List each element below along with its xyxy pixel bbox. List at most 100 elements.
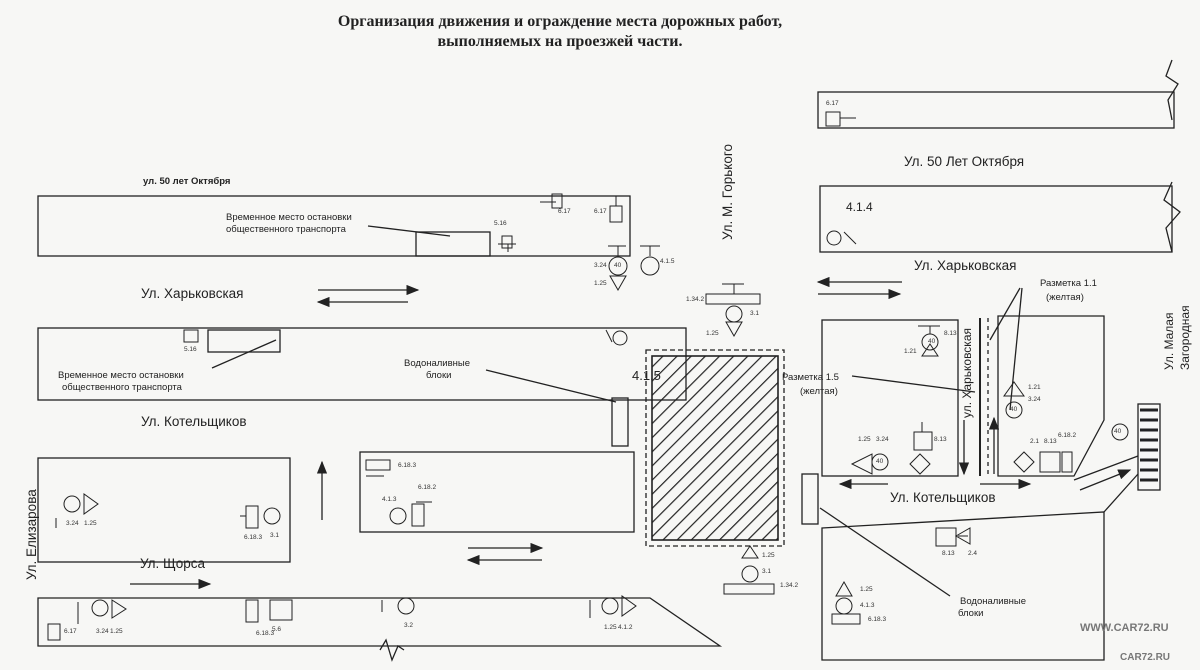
sign-label-1-25-c: 1.25: [762, 552, 775, 559]
street-kharkovskaya-left: Ул. Харьковская: [141, 286, 244, 301]
crossing-stripes: [1140, 408, 1158, 482]
sign-label-3-2: 3.2: [404, 622, 414, 629]
block-top-left: [37, 195, 631, 257]
sign-label-3-1-c: 3.1: [270, 532, 280, 539]
label-temp-stop-2a: Временное место остановки: [58, 370, 184, 381]
sign-label-1-25-f: 1.25: [84, 520, 97, 527]
block-upper-right: [819, 185, 1173, 253]
label-water-blocks-2b: блоки: [958, 608, 984, 619]
kotelshchikov-right-edge: [1073, 455, 1139, 481]
scheme-title: Организация движения и ограждение места …: [300, 12, 820, 52]
sign-label-8-13-d: 8.13: [1044, 438, 1057, 445]
block-lower-left: [37, 457, 291, 563]
title-line-2: выполняемых на проезжей части.: [437, 33, 683, 50]
sign-label-3-24-c: 3.24: [876, 436, 889, 443]
temp-stop-2: [207, 329, 281, 353]
label-marking-1-1b: (желтая): [1046, 292, 1084, 303]
sign-label-6-17-c: 6.17: [826, 100, 839, 107]
sign-label-6-18-3-a: 6.18.3: [398, 462, 417, 469]
sign-label-6-17-e: 6.17: [64, 628, 77, 635]
sign-label-2-4: 2.4: [968, 550, 978, 557]
work-zone-fence: [645, 349, 785, 547]
sign-label-1-21-a: 1.21: [904, 348, 917, 355]
sign-label-6-18-2-a: 6.18.2: [418, 484, 437, 491]
block-center-right: [821, 319, 959, 477]
street-gorkogo: Ул. М. Горького: [720, 144, 735, 240]
sign-label-8-13-b: 8.13: [944, 330, 957, 337]
sign-label-2-1: 2.1: [1030, 438, 1040, 445]
water-blocks-2-pointer: [819, 507, 951, 597]
sign-label-3-24-d: 3.24: [66, 520, 79, 527]
street-kharkovskaya-right: Ул. Харьковская: [914, 258, 1017, 273]
marking-1-1-pointer: [989, 287, 1021, 341]
kotelshchikov-right-edge-2: [1103, 473, 1139, 513]
water-blocks-2: [801, 473, 819, 525]
marking-1-5-pointer: [851, 375, 976, 393]
break-mark-bottom: [379, 638, 405, 662]
sign-label-5-6: 5.6: [272, 626, 282, 633]
sign-label-1-25-d: 1.25: [860, 586, 873, 593]
block-bottom-left: [37, 597, 723, 647]
arrow-kotelshchikov-right-3: [1079, 469, 1132, 491]
sign-label-6-18-3-b: 6.18.3: [868, 616, 887, 623]
label-marking-1-5a: Разметка 1.5: [782, 372, 839, 383]
street-oktyabrya-right: Ул. 50 Лет Октября: [904, 154, 1025, 169]
street-elizarova: Ул. Елизарова: [24, 489, 39, 580]
label-marking-1-5b: (желтая): [800, 386, 838, 397]
sign-label-1-34-2-b: 1.34.2: [780, 582, 799, 589]
block-bottom-right: [821, 511, 1105, 661]
street-malaya-zagorodnaya-1: Ул. Малая: [1162, 312, 1176, 370]
marking-1-1-pointer-2: [1009, 287, 1023, 411]
sign-label-40-c: 40: [1010, 406, 1018, 413]
watermark-logo: CAR72.RU: [1120, 652, 1171, 663]
sign-label-40-e: 40: [1114, 428, 1122, 435]
sign-label-4-1-4: 4.1.4: [846, 200, 873, 214]
sign-label-4-1-3-a: 4.1.3: [382, 496, 397, 503]
work-zone: [651, 355, 779, 541]
title-line-1: Организация движения и ограждение места …: [337, 13, 783, 30]
sign-label-1-25-g: 1.25: [110, 628, 123, 635]
break-mark-right: [1163, 181, 1181, 253]
sign-label-3-1-a: 3.1: [750, 310, 760, 317]
label-water-blocks-2a: Водоналивные: [960, 596, 1027, 607]
sign-label-6-17-b: 6.17: [594, 208, 607, 215]
sign-label-3-24-b: 3.24: [1028, 396, 1041, 403]
sign-label-4-1-2: 4.1.2: [618, 624, 633, 631]
sign-label-1-34-2-a: 1.34.2: [686, 296, 705, 303]
street-oktyabrya-left: ул. 50 лет Октября: [143, 176, 231, 187]
sign-label-6-18-3-c: 6.18.3: [244, 534, 263, 541]
street-kotelshchikov-left: Ул. Котельщиков: [141, 414, 247, 429]
sign-label-1-21-b: 1.21: [1028, 384, 1041, 391]
street-malaya-zagorodnaya-2: Загородная: [1178, 305, 1192, 370]
label-marking-1-1a: Разметка 1.1: [1040, 278, 1097, 289]
water-blocks-1-pointer: [485, 369, 617, 403]
street-shchorsa: Ул. Щорса: [140, 556, 205, 571]
sign-label-4-1-3-b: 4.1.3: [860, 602, 875, 609]
label-temp-stop-1b: общественного транспорта: [226, 224, 346, 235]
temp-stop-1-pointer: [367, 225, 451, 237]
pedestrian-crossing: [1137, 403, 1161, 491]
sign-label-3-1-b: 3.1: [762, 568, 772, 575]
temp-stop-2-pointer: [211, 339, 277, 369]
street-kharkovskaya-vertical: ул. Харьковская: [960, 328, 974, 418]
break-mark-top-right: [1165, 59, 1179, 121]
sign-label-3-24-e: 3.24: [96, 628, 109, 635]
sign-label-40-b: 40: [928, 338, 936, 345]
sign-label-5-16-b: 5.16: [184, 346, 197, 353]
sign-label-1-25-h: 1.25: [604, 624, 617, 631]
sign-label-4-1-5-b: 4.1.5: [632, 368, 661, 383]
block-right: [997, 315, 1105, 477]
water-blocks-1: [611, 397, 629, 447]
block-top-right-small: [817, 91, 1175, 129]
sign-label-1-25-e: 1.25: [858, 436, 871, 443]
sign-label-3-24-a: 3.24: [594, 262, 607, 269]
sign-label-4-1-5-a: 4.1.5: [660, 258, 675, 265]
label-water-blocks-1a: Водоналивные: [404, 358, 471, 369]
temp-stop-1: [415, 231, 491, 257]
street-kotelshchikov-right: Ул. Котельщиков: [890, 490, 996, 505]
sign-label-1-25-b: 1.25: [706, 330, 719, 337]
sign-label-6-18-3-d: 6.18.3: [256, 630, 275, 637]
sign-label-40-d: 40: [876, 458, 884, 465]
sign-label-1-25-a: 1.25: [594, 280, 607, 287]
